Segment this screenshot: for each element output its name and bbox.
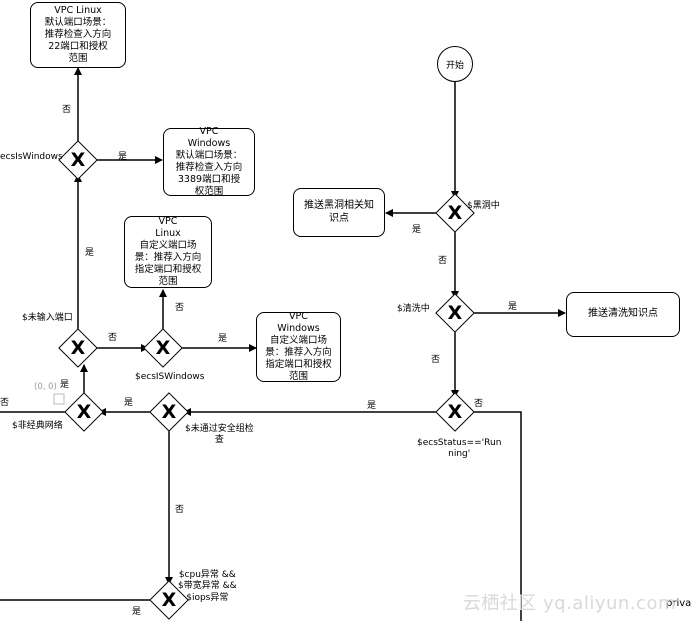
label-ecs-is-windows-mid: $ecsISWindows <box>135 372 205 382</box>
node-vpc-linux-custom[interactable]: VPC Linux 自定义端口场 景：推荐入方向 指定端口和授权 范围 <box>124 216 212 288</box>
watermark: 云栖社区 yq.aliyun.com <box>462 593 676 614</box>
x-icon: X <box>70 148 86 171</box>
gateway-cpu-bw-iops[interactable]: X <box>149 580 189 620</box>
edge-label-no: 否 <box>175 303 185 313</box>
edge-label-no: 否 <box>175 505 185 515</box>
label-security-group: $未通过安全组检 查 <box>185 424 254 446</box>
label-cpu-bw-iops: $cpu异常 && $带宽异常 && $iops异常 <box>178 570 237 603</box>
edge-label-no: 否 <box>474 399 484 409</box>
node-blackhole-knowledge[interactable]: 推送黑洞相关知 识点 <box>293 188 385 237</box>
x-icon: X <box>161 400 177 423</box>
edge-label-yes: 是 <box>132 607 142 617</box>
node-vpc-windows-3389[interactable]: VPC Windows 默认端口场景： 推荐检查入方向 3389端口和授 权范围 <box>163 126 255 197</box>
gateway-no-port[interactable]: X <box>58 328 98 368</box>
label-blackhole: $黑洞中 <box>467 201 500 211</box>
label-no-port: $未输入端口 <box>22 313 73 323</box>
origin-coordinate: (0, 0) <box>34 382 57 392</box>
edge-label-no: 否 <box>438 256 448 266</box>
x-icon: X <box>70 336 86 359</box>
gateway-security-group[interactable]: X <box>149 392 189 432</box>
edge-label-yes: 是 <box>508 302 518 312</box>
x-icon: X <box>447 201 463 224</box>
node-vpc-linux-22[interactable]: VPC Linux 默认端口场景： 推荐检查入方向 22端口和授权 范围 <box>30 2 126 68</box>
edge-label-yes: 是 <box>118 152 128 162</box>
start-event[interactable]: 开始 <box>437 46 473 82</box>
cut-off-text: priva <box>666 598 692 609</box>
node-clean-knowledge[interactable]: 推送清洗知识点 <box>566 292 680 337</box>
x-icon: X <box>76 400 92 423</box>
edge-label-yes: 是 <box>367 401 377 411</box>
x-icon: X <box>447 400 463 423</box>
gateway-ecs-is-windows-mid[interactable]: X <box>143 328 183 368</box>
gateway-non-classic[interactable]: X <box>64 392 104 432</box>
edge-label-no: 否 <box>62 105 72 115</box>
edge-label-no: 否 <box>431 355 441 365</box>
edge-label-yes: 是 <box>412 225 422 235</box>
edge-label-yes: 是 <box>218 334 228 344</box>
x-icon: X <box>155 336 171 359</box>
gateway-ecs-status[interactable]: X <box>435 392 475 432</box>
edge-label-yes: 是 <box>60 380 70 390</box>
x-icon: X <box>161 588 177 611</box>
label-non-classic: $非经典网络 <box>12 421 63 431</box>
gateway-cleaning[interactable]: X <box>435 293 475 333</box>
node-vpc-windows-custom[interactable]: VPC Windows 自定义端口场 景：推荐入方向 指定端口和授权 范围 <box>256 311 341 382</box>
edge-label-yes: 是 <box>85 248 95 258</box>
edge-label-yes: 是 <box>124 398 134 408</box>
label-ecs-status: $ecsStatus=='Run ning' <box>417 438 502 460</box>
gateway-blackhole[interactable]: X <box>435 193 475 233</box>
label-ecs-is-windows-top: ecsIsWindows <box>0 152 63 162</box>
start-label: 开始 <box>445 60 464 71</box>
x-icon: X <box>447 301 463 324</box>
label-cleaning: $清洗中 <box>397 304 430 314</box>
edge-label-no: 否 <box>108 333 118 343</box>
gateway-ecs-is-windows-top[interactable]: X <box>58 140 98 180</box>
edge-label-no: 否 <box>0 398 10 408</box>
